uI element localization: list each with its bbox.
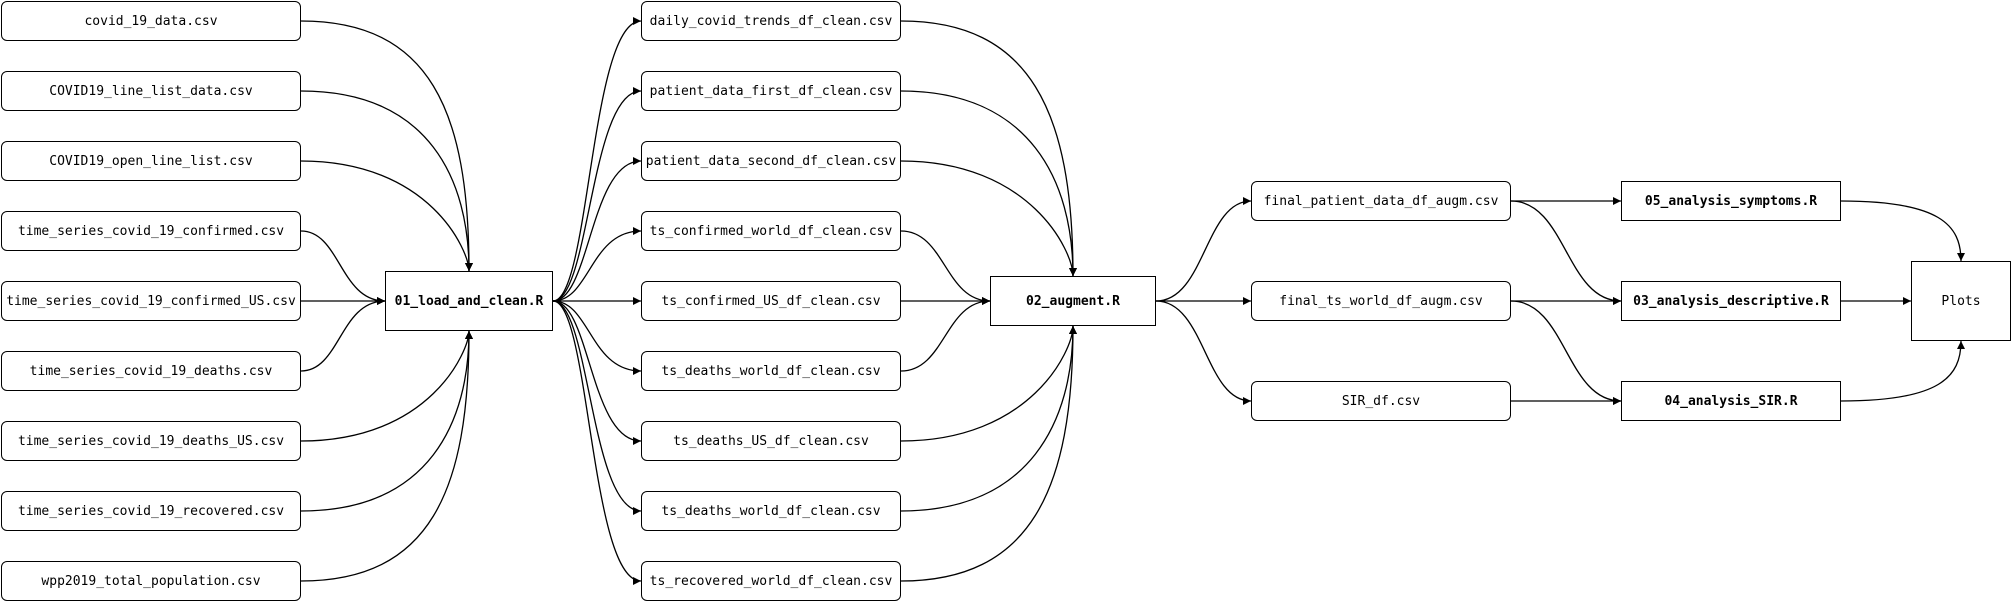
clean-to-augment-arrow bbox=[900, 297, 991, 372]
input-to-load-arrow bbox=[300, 90, 473, 272]
load-to-clean-arrow bbox=[552, 87, 642, 302]
clean-to-augment-arrow bbox=[900, 160, 1077, 277]
clean-output-node[interactable]: ts_deaths_world_df_clean.csv bbox=[641, 351, 901, 391]
clean-to-augment-arrow bbox=[900, 230, 991, 305]
augment-to-output-arrow bbox=[1155, 197, 1252, 302]
input-file-node[interactable]: COVID19_open_line_list.csv bbox=[1, 141, 301, 181]
analysis-to-plots-arrow bbox=[1840, 200, 1965, 262]
clean-to-augment-arrow bbox=[900, 90, 1077, 277]
clean-output-node[interactable]: patient_data_second_df_clean.csv bbox=[641, 141, 901, 181]
augmented-output-node[interactable]: SIR_df.csv bbox=[1251, 381, 1511, 421]
augmented-output-node[interactable]: final_ts_world_df_augm.csv bbox=[1251, 281, 1511, 321]
load-to-clean-arrow bbox=[552, 300, 642, 445]
analysis-sir-script-node[interactable]: 04_analysis_SIR.R bbox=[1621, 381, 1841, 421]
load-to-clean-arrow bbox=[552, 17, 642, 302]
clean-to-augment-arrow bbox=[900, 325, 1077, 582]
output-to-analysis-arrow bbox=[1510, 300, 1622, 405]
clean-output-node[interactable]: ts_confirmed_US_df_clean.csv bbox=[641, 281, 901, 321]
plots-node[interactable]: Plots bbox=[1911, 261, 2011, 341]
load-to-clean-arrow bbox=[552, 227, 642, 302]
clean-output-node[interactable]: ts_recovered_world_df_clean.csv bbox=[641, 561, 901, 601]
input-file-node[interactable]: covid_19_data.csv bbox=[1, 1, 301, 41]
augment-script-node[interactable]: 02_augment.R bbox=[990, 276, 1156, 326]
input-file-node[interactable]: time_series_covid_19_deaths.csv bbox=[1, 351, 301, 391]
input-to-load-arrow bbox=[300, 297, 386, 372]
output-to-analysis-arrow bbox=[1510, 200, 1622, 305]
load-to-clean-arrow bbox=[552, 300, 642, 585]
input-to-load-arrow bbox=[300, 160, 473, 272]
input-file-node[interactable]: time_series_covid_19_confirmed_US.csv bbox=[1, 281, 301, 321]
input-file-node[interactable]: wpp2019_total_population.csv bbox=[1, 561, 301, 601]
clean-output-node[interactable]: patient_data_first_df_clean.csv bbox=[641, 71, 901, 111]
input-to-load-arrow bbox=[300, 330, 473, 582]
clean-to-augment-arrow bbox=[900, 325, 1077, 442]
input-file-node[interactable]: COVID19_line_list_data.csv bbox=[1, 71, 301, 111]
analysis-descriptive-script-node[interactable]: 03_analysis_descriptive.R bbox=[1621, 281, 1841, 321]
clean-output-node[interactable]: ts_deaths_US_df_clean.csv bbox=[641, 421, 901, 461]
clean-output-node[interactable]: ts_confirmed_world_df_clean.csv bbox=[641, 211, 901, 251]
load-to-clean-arrow bbox=[552, 300, 642, 515]
load-to-clean-arrow bbox=[552, 300, 642, 375]
load-to-clean-arrow bbox=[552, 157, 642, 302]
analysis-to-plots-arrow bbox=[1840, 340, 1965, 402]
input-file-node[interactable]: time_series_covid_19_deaths_US.csv bbox=[1, 421, 301, 461]
augmented-output-node[interactable]: final_patient_data_df_augm.csv bbox=[1251, 181, 1511, 221]
input-to-load-arrow bbox=[300, 230, 386, 305]
augment-to-output-arrow bbox=[1155, 300, 1252, 405]
input-file-node[interactable]: time_series_covid_19_recovered.csv bbox=[1, 491, 301, 531]
analysis-symptoms-script-node[interactable]: 05_analysis_symptoms.R bbox=[1621, 181, 1841, 221]
load-and-clean-script-node[interactable]: 01_load_and_clean.R bbox=[385, 271, 553, 331]
clean-output-node[interactable]: ts_deaths_world_df_clean.csv bbox=[641, 491, 901, 531]
input-to-load-arrow bbox=[300, 330, 473, 442]
clean-to-augment-arrow bbox=[900, 325, 1077, 512]
input-file-node[interactable]: time_series_covid_19_confirmed.csv bbox=[1, 211, 301, 251]
input-to-load-arrow bbox=[300, 20, 473, 272]
clean-output-node[interactable]: daily_covid_trends_df_clean.csv bbox=[641, 1, 901, 41]
input-to-load-arrow bbox=[300, 330, 473, 512]
clean-to-augment-arrow bbox=[900, 20, 1077, 277]
